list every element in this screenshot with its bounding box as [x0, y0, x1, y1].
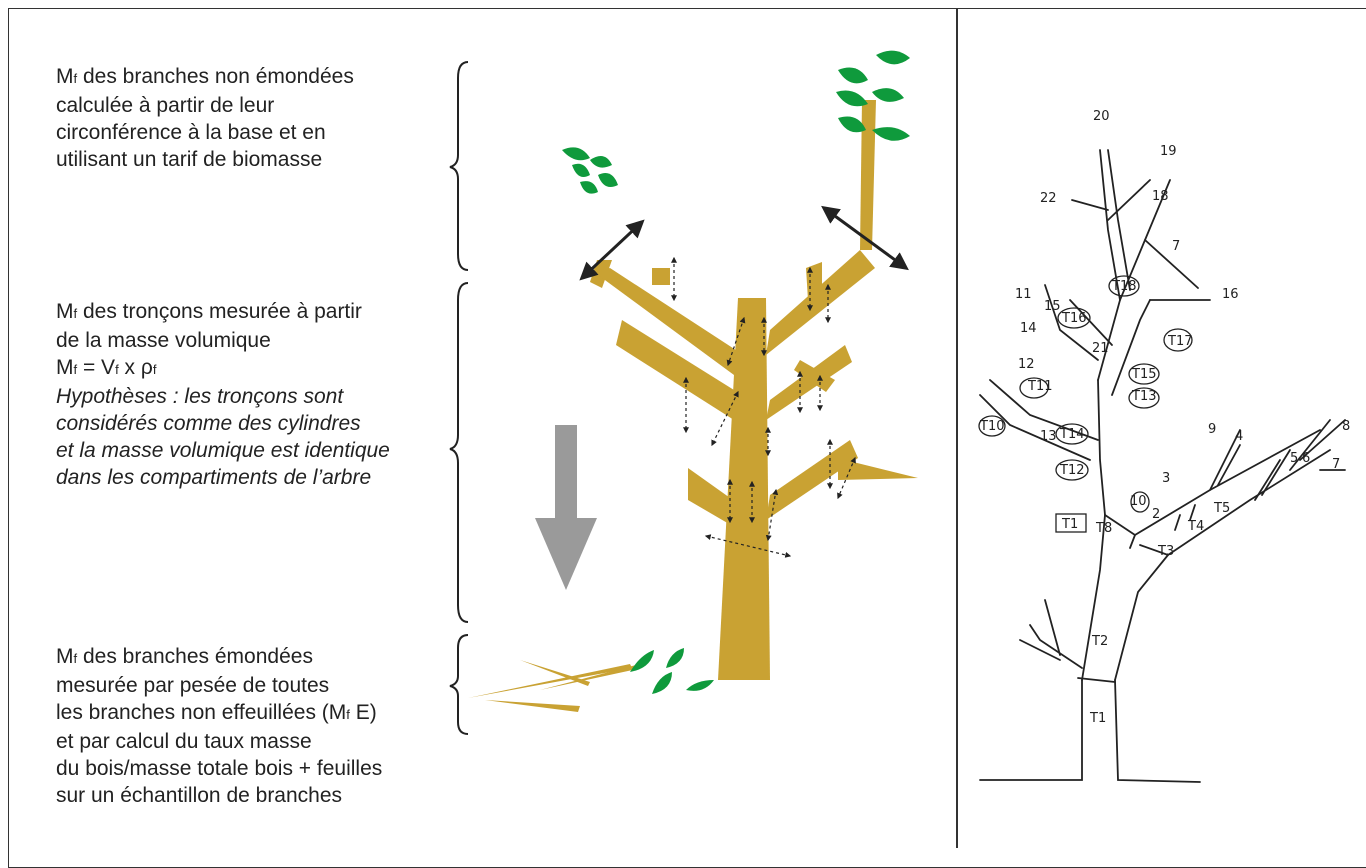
sketch-label: 18: [1152, 189, 1169, 204]
sketch-label: 13: [1040, 429, 1057, 444]
sketch-label: 21: [1092, 341, 1109, 356]
sketch-label: 14: [1020, 321, 1037, 336]
sketch-label: 6: [1302, 451, 1310, 466]
tree-diagram: 20 19 22 18 7 16 T18 T17 T16 T15 T14 T13…: [0, 0, 1366, 846]
sketch-label: T11: [1027, 379, 1052, 394]
pruned-branches-pile: [468, 660, 642, 712]
sketch-label: 5: [1290, 451, 1298, 466]
brace-pruned: [450, 635, 468, 734]
sketch-label: 4: [1235, 429, 1243, 444]
sketch-label: 20: [1093, 109, 1110, 124]
down-arrow-icon: [535, 425, 597, 590]
sketch-label: 16: [1222, 287, 1239, 302]
sketch-label: 11: [1015, 287, 1032, 302]
sketch-label: T2: [1091, 634, 1108, 649]
sketch-label: T1: [1061, 517, 1078, 532]
sketch-label: T1: [1089, 711, 1106, 726]
brace-unpruned: [450, 62, 468, 270]
fallen-leaves: [630, 648, 714, 694]
sketch-label: T4: [1187, 519, 1204, 534]
sketch-label: T15: [1131, 367, 1156, 382]
sketch-label: 7: [1332, 457, 1340, 472]
sketch-label: 2: [1152, 507, 1160, 522]
sketch-label: 3: [1162, 471, 1170, 486]
sketch-label: 19: [1160, 144, 1177, 159]
hand-drawn-tree-sketch: [980, 150, 1345, 782]
sketch-label: 22: [1040, 191, 1057, 206]
sketch-label: 15: [1044, 299, 1061, 314]
sketch-label: 8: [1342, 419, 1350, 434]
sketch-label: T5: [1213, 501, 1230, 516]
sketch-label: T10: [979, 419, 1004, 434]
brace-segments: [450, 283, 468, 622]
sketch-label: T12: [1059, 463, 1084, 478]
leaf-cluster-left: [562, 147, 618, 193]
sketch-label: 7: [1172, 239, 1180, 254]
sketch-label: T16: [1061, 311, 1086, 326]
stylised-tree: [590, 100, 918, 680]
sketch-label: T8: [1095, 521, 1112, 536]
sketch-label: T14: [1059, 427, 1084, 442]
sketch-label: 12: [1018, 357, 1035, 372]
sketch-label: T18: [1111, 279, 1136, 294]
sketch-label: 9: [1208, 422, 1216, 437]
sketch-label: T13: [1131, 389, 1156, 404]
sketch-label: T3: [1157, 544, 1174, 559]
